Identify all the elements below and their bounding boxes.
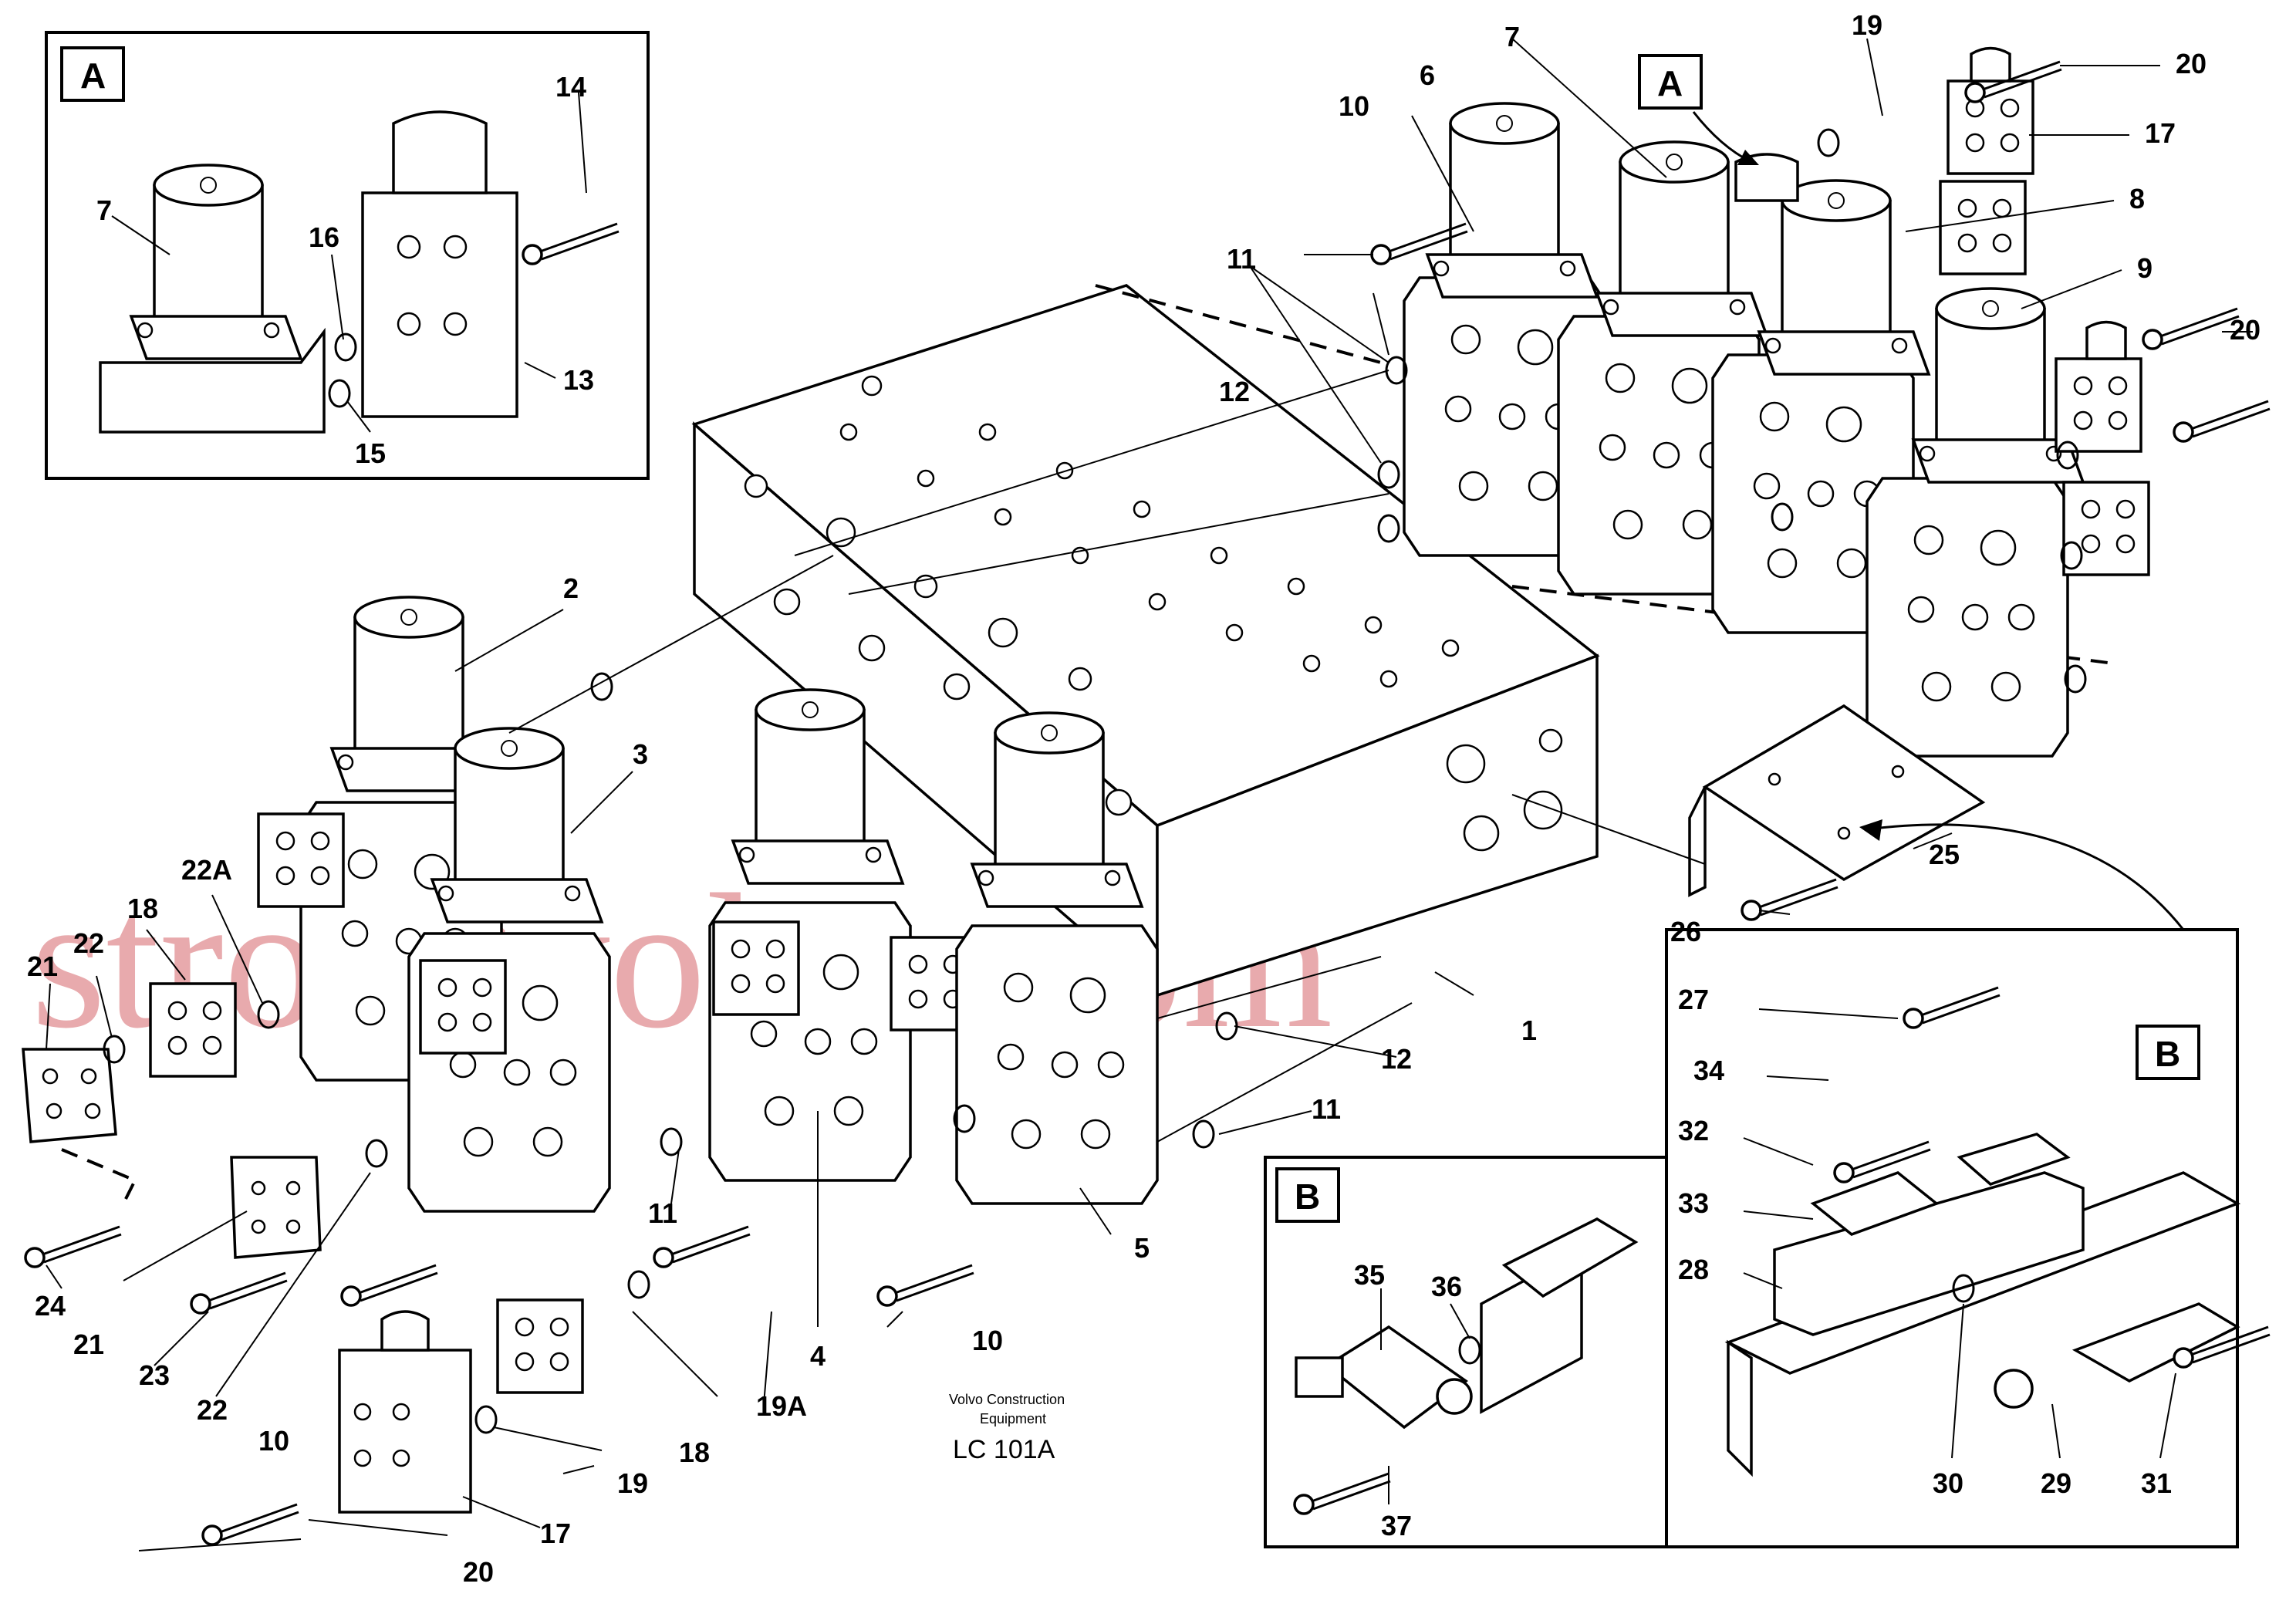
label-2: 2	[563, 572, 579, 604]
label-19a: 19A	[756, 1390, 807, 1422]
label-27: 27	[1678, 984, 1709, 1015]
label-6: 6	[1420, 59, 1435, 91]
label-25: 25	[1929, 839, 1960, 870]
label-20-bottom: 20	[463, 1556, 494, 1588]
label-7-inset-a: 7	[96, 194, 112, 226]
label-19-top: 19	[1852, 9, 1882, 41]
label-5: 5	[1134, 1232, 1150, 1264]
label-18-left: 18	[127, 893, 158, 924]
inset-b-small-tag: B	[1295, 1177, 1320, 1217]
bracket-25	[1511, 704, 2185, 930]
label-21-bottom: 21	[73, 1329, 104, 1360]
label-24: 24	[35, 1290, 66, 1322]
main-labels: 1 2 3 4 5 6 7 8 9 10 10 10 11 11 11 12 1…	[27, 9, 2261, 1588]
inset-a-tag: A	[80, 56, 106, 96]
caption-line2: Equipment	[980, 1411, 1046, 1426]
inset-a: A 7 14 16 13 15	[45, 31, 650, 480]
label-16: 16	[309, 221, 339, 253]
caption-line1: Volvo Construction	[949, 1392, 1065, 1407]
label-22-bottom: 22	[197, 1394, 228, 1426]
label-18-bottom: 18	[679, 1437, 710, 1468]
label-22a: 22A	[181, 854, 232, 886]
label-12-right: 12	[1381, 1043, 1412, 1075]
label-26: 26	[1670, 916, 1701, 947]
callout-a-box	[1638, 54, 1703, 110]
callout-a: A	[1638, 54, 1759, 165]
loose-parts-left	[22, 982, 975, 1546]
label-28: 28	[1678, 1254, 1709, 1285]
label-11-top: 11	[1227, 243, 1256, 275]
callout-a-tag: A	[1657, 63, 1683, 103]
label-22-top: 22	[73, 927, 104, 959]
label-4: 4	[810, 1340, 826, 1372]
label-19-bottom: 19	[617, 1467, 648, 1499]
inset-b-large-tag: B	[2155, 1034, 2180, 1074]
label-1: 1	[1521, 1015, 1537, 1046]
label-10-left: 10	[258, 1425, 289, 1457]
label-37: 37	[1381, 1510, 1412, 1541]
label-10-bottom: 10	[972, 1325, 1003, 1356]
label-20-right: 20	[2230, 314, 2261, 346]
label-8: 8	[2129, 183, 2145, 214]
label-9: 9	[2137, 252, 2152, 284]
label-15: 15	[355, 437, 386, 469]
label-34: 34	[1693, 1055, 1724, 1086]
label-11-left: 11	[648, 1197, 677, 1229]
label-3: 3	[633, 738, 648, 770]
label-12-top: 12	[1219, 376, 1250, 407]
label-20-top: 20	[2176, 48, 2207, 79]
caption-code: LC 101A	[953, 1435, 1055, 1464]
label-11-right: 11	[1312, 1093, 1341, 1125]
label-17-bottom: 17	[540, 1518, 571, 1549]
label-32: 32	[1678, 1115, 1709, 1146]
label-31: 31	[2141, 1467, 2172, 1499]
inset-b-large-tag-box	[2136, 1025, 2200, 1080]
label-36: 36	[1431, 1271, 1462, 1302]
caption: Volvo Construction Equipment LC 101A	[949, 1392, 1065, 1464]
inset-b-small: B 35 36 37	[1264, 1156, 1668, 1548]
inset-b-large: B 27 34 32 33 28 30 29 31	[1665, 928, 2271, 1548]
inset-a-tag-box	[60, 46, 125, 102]
label-33: 33	[1678, 1187, 1709, 1219]
left-valve-groups	[257, 555, 1413, 1213]
right-valve-stack	[794, 46, 2271, 758]
label-30: 30	[1933, 1467, 1963, 1499]
label-7: 7	[1504, 21, 1520, 52]
label-23: 23	[139, 1359, 170, 1391]
inset-b-small-tag-box	[1275, 1167, 1340, 1223]
label-29: 29	[2041, 1467, 2071, 1499]
label-35: 35	[1354, 1259, 1385, 1291]
label-10-top: 10	[1339, 90, 1369, 122]
label-17-top: 17	[2145, 117, 2176, 149]
label-21-top: 21	[27, 950, 58, 982]
leader-lines	[46, 38, 2253, 1551]
label-14: 14	[555, 71, 586, 103]
label-13: 13	[563, 364, 594, 396]
